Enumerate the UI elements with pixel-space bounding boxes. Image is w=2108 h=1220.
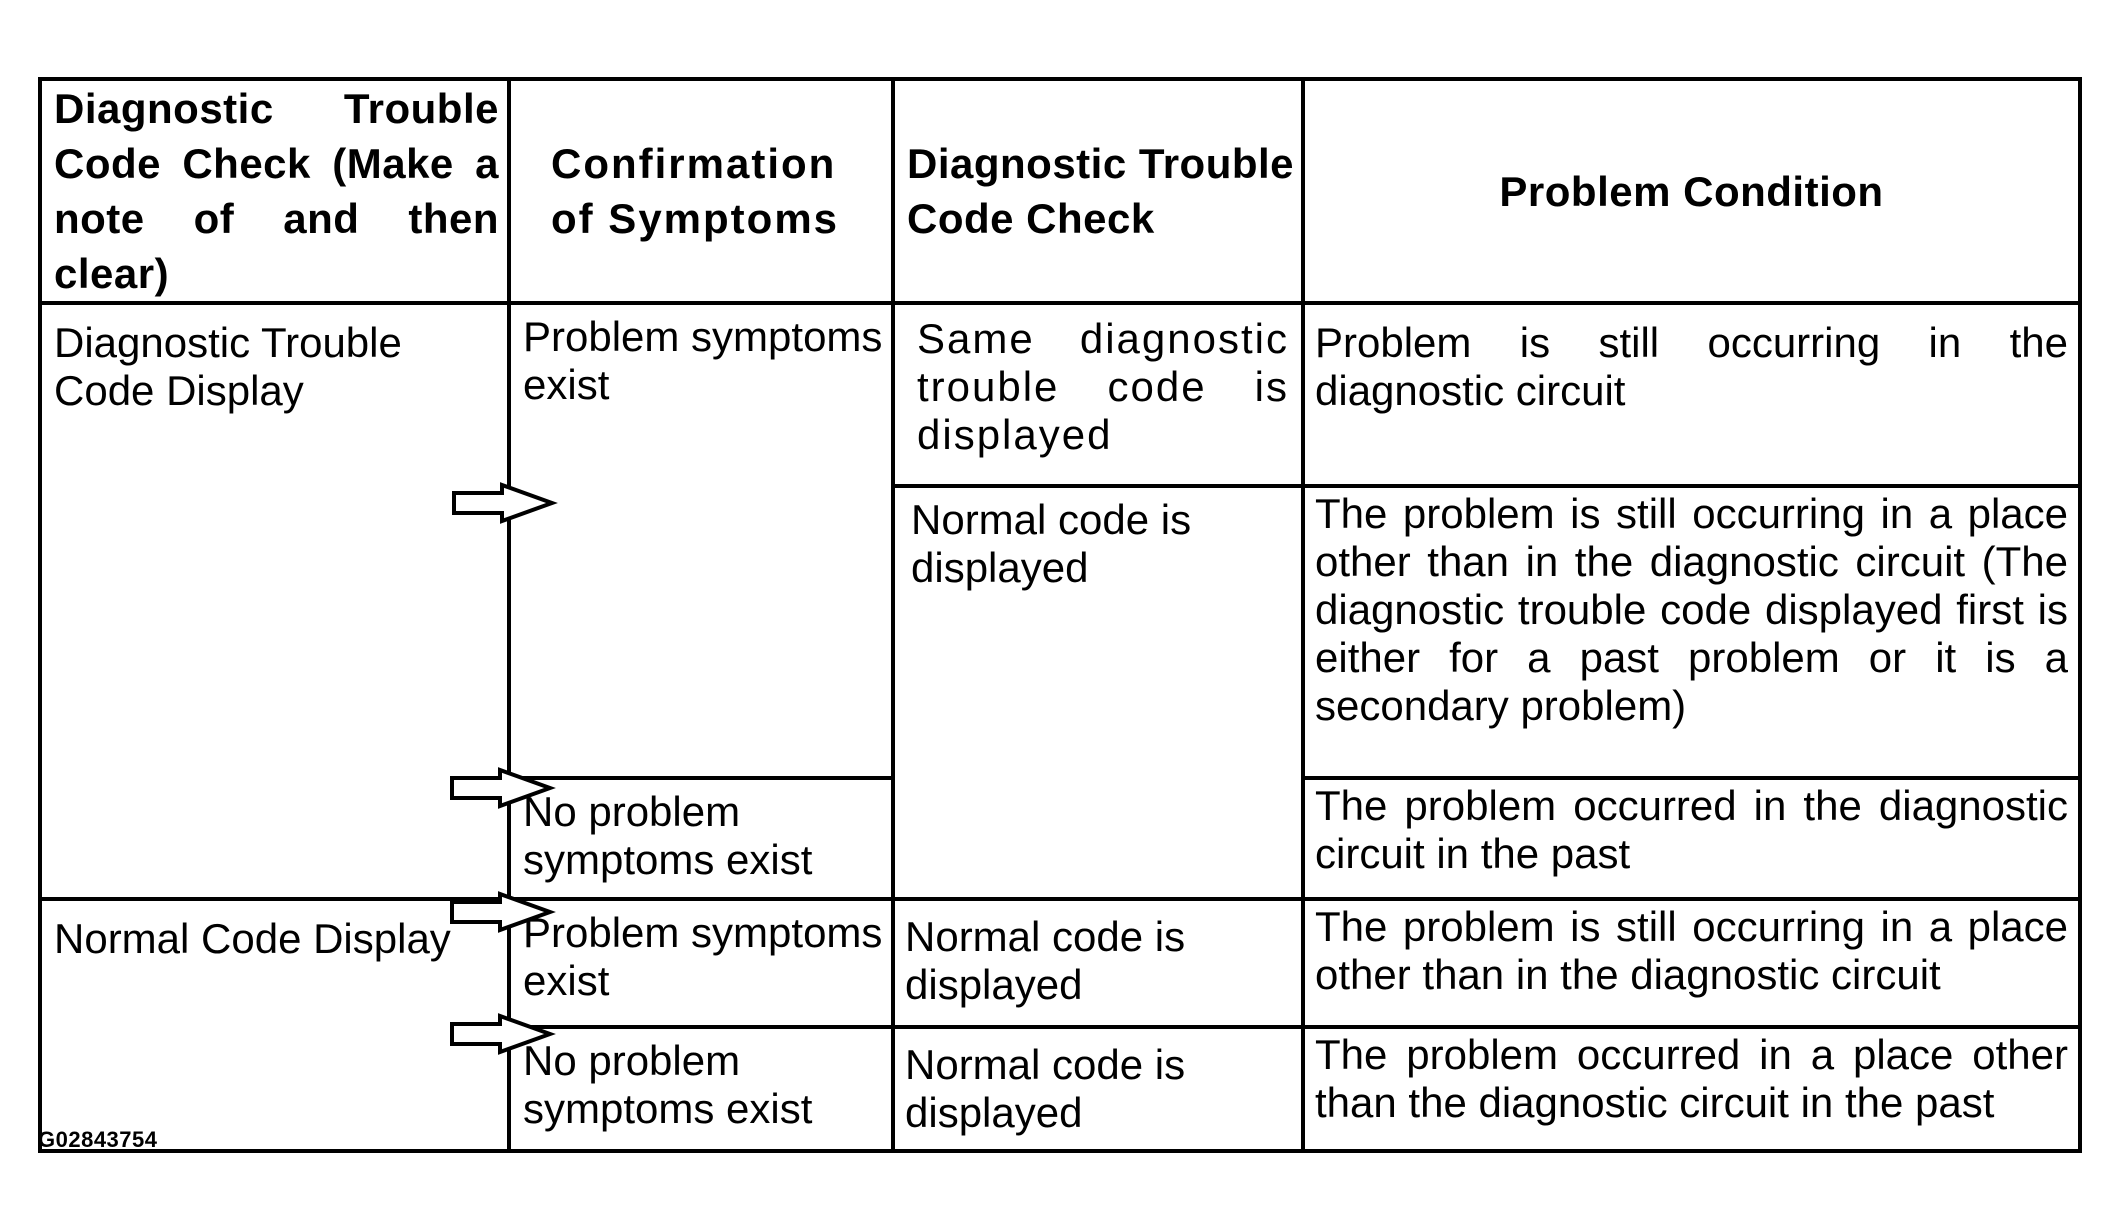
header-problem-condition: Problem Condition [1301, 77, 2082, 305]
normal-code-display-cell: Normal Code Display [38, 897, 511, 1153]
condition-1-cell: Problem is still occurring in the diagno… [1301, 301, 2082, 488]
arrow-right-icon [450, 1013, 556, 1055]
no-symptoms-label: No problem symptoms exist [523, 788, 813, 883]
header-problem-condition-text: Problem Condition [1499, 167, 1884, 215]
normal-code-cell-3: Normal code is displayed [891, 1025, 1305, 1153]
header-confirmation-of-symptoms-text: Confirmation of Symptoms [551, 140, 840, 242]
header-dtc-check-text: Diagnostic Trouble Code Check [907, 140, 1295, 242]
same-code-cell: Same diagnostic trouble code is displaye… [891, 301, 1305, 488]
table-row: No problem symptoms exist The problem oc… [40, 776, 2082, 901]
normal-code-cell-2: Normal code is displayed [891, 897, 1305, 1029]
dtc-display-cell: Diagnostic Trouble Code Display [38, 301, 511, 901]
symptoms-exist-label-2: Problem symptoms exist [523, 909, 883, 1004]
condition-3-cell: The problem occurred in the diagnostic c… [1301, 776, 2082, 901]
arrow-right-icon [450, 767, 556, 809]
dtc-table-wrapper: Diagnostic Trouble Code Check (Make a no… [38, 77, 2082, 1153]
header-confirmation-of-symptoms: Confirmation of Symptoms [507, 77, 895, 305]
table-row: No problem symptoms exist Normal code is… [40, 1025, 2082, 1153]
header-row: Diagnostic Trouble Code Check (Make a no… [38, 77, 2082, 305]
normal-code-label-2: Normal code is displayed [905, 913, 1186, 1008]
symptoms-exist-label: Problem symptoms exist [523, 313, 883, 408]
no-symptoms-cell: No problem symptoms exist [507, 776, 895, 901]
header-dtc-check: Diagnostic Trouble Code Check [891, 77, 1305, 305]
dtc-display-label: Diagnostic Trouble Code Display [54, 319, 402, 414]
condition-4-text: The problem is still occurring in a plac… [1315, 903, 2068, 998]
arrow-right-icon [450, 891, 556, 933]
dtc-check-table: Diagnostic Trouble Code Check (Make a no… [38, 77, 2082, 1153]
table-row: Normal code is displayed The problem is … [40, 484, 2082, 901]
condition-5-cell: The problem occurred in a place other th… [1301, 1025, 2082, 1153]
condition-1-text: Problem is still occurring in the diagno… [1315, 319, 2068, 414]
symptoms-exist-cell-2: Problem symptoms exist [507, 897, 895, 1029]
symptoms-exist-cell: Problem symptoms exist [507, 301, 895, 780]
condition-5-text: The problem occurred in a place other th… [1315, 1031, 2068, 1126]
normal-code-label-3: Normal code is displayed [905, 1041, 1186, 1136]
no-symptoms-label-2: No problem symptoms exist [523, 1037, 813, 1132]
condition-4-cell: The problem is still occurring in a plac… [1301, 897, 2082, 1029]
table-row: Normal Code Display Problem symptoms exi… [38, 897, 2082, 1153]
normal-code-label-1: Normal code is displayed [911, 496, 1192, 591]
no-symptoms-cell-2: No problem symptoms exist [507, 1025, 895, 1153]
header-dtc-check-clear: Diagnostic Trouble Code Check (Make a no… [38, 77, 511, 305]
table-row: Diagnostic Trouble Code Display Problem … [38, 301, 2082, 901]
condition-2-cell: The problem is still occurring in a plac… [1301, 484, 2082, 780]
normal-code-display-label: Normal Code Display [54, 915, 451, 962]
normal-code-cell-1: Normal code is displayed [891, 484, 1305, 901]
same-code-label: Same diagnostic trouble code is displaye… [917, 315, 1289, 458]
header-dtc-check-clear-text: Diagnostic Trouble Code Check (Make a no… [54, 85, 499, 297]
condition-3-text: The problem occurred in the diagnostic c… [1315, 782, 2068, 877]
condition-2-text: The problem is still occurring in a plac… [1315, 490, 2068, 729]
figure-id: G02843754 [38, 1127, 158, 1152]
arrow-right-icon [452, 482, 558, 524]
